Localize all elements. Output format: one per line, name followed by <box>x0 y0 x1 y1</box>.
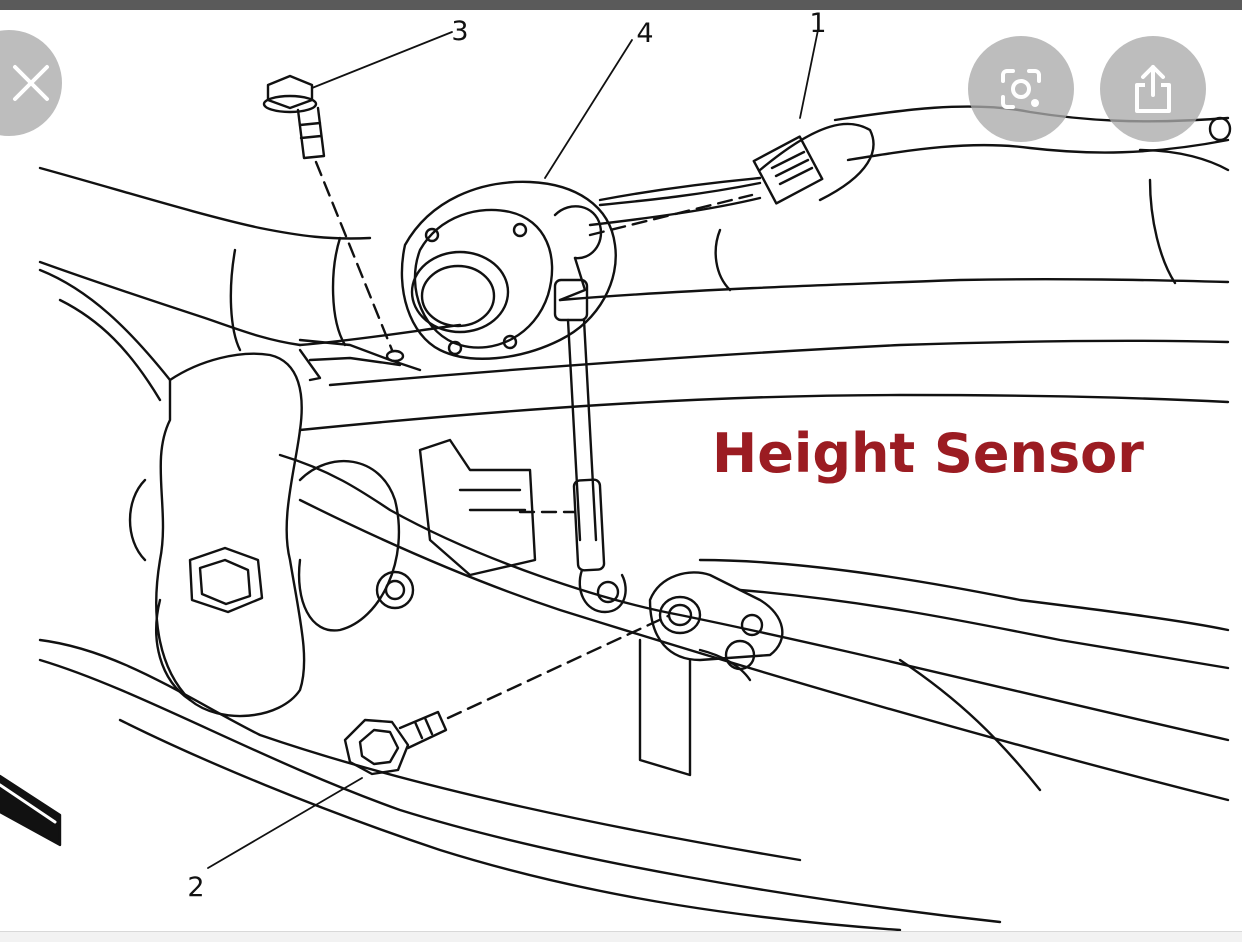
alignment-lines <box>314 160 754 720</box>
bottom-bar <box>0 931 1242 942</box>
visual-search-icon <box>1001 69 1041 109</box>
mount-bracket <box>38 268 422 718</box>
suspension-arm <box>38 339 1230 932</box>
visual-search-button[interactable] <box>968 36 1074 142</box>
sensor-body <box>400 180 617 360</box>
callout-1: 1 <box>809 10 826 39</box>
shock-body <box>297 438 756 671</box>
sensor-linkage-rod <box>566 318 627 614</box>
share-button[interactable] <box>1100 36 1206 142</box>
share-icon <box>1135 65 1171 113</box>
bottom-left-panel <box>0 774 62 847</box>
height-sensor-diagram: 1 2 3 4 Height Sensor <box>0 10 1232 932</box>
leader-lines <box>207 29 819 869</box>
callout-2: 2 <box>187 872 204 903</box>
close-icon <box>13 65 49 101</box>
bolt-3 <box>262 74 326 160</box>
frame-rail <box>38 148 1230 352</box>
bolt-2 <box>343 710 448 776</box>
callout-4: 4 <box>636 18 653 49</box>
callout-3: 3 <box>451 16 468 47</box>
diagram-title: Height Sensor <box>712 422 1144 485</box>
top-status-bar <box>0 0 1242 10</box>
lower-bracket <box>638 571 784 777</box>
